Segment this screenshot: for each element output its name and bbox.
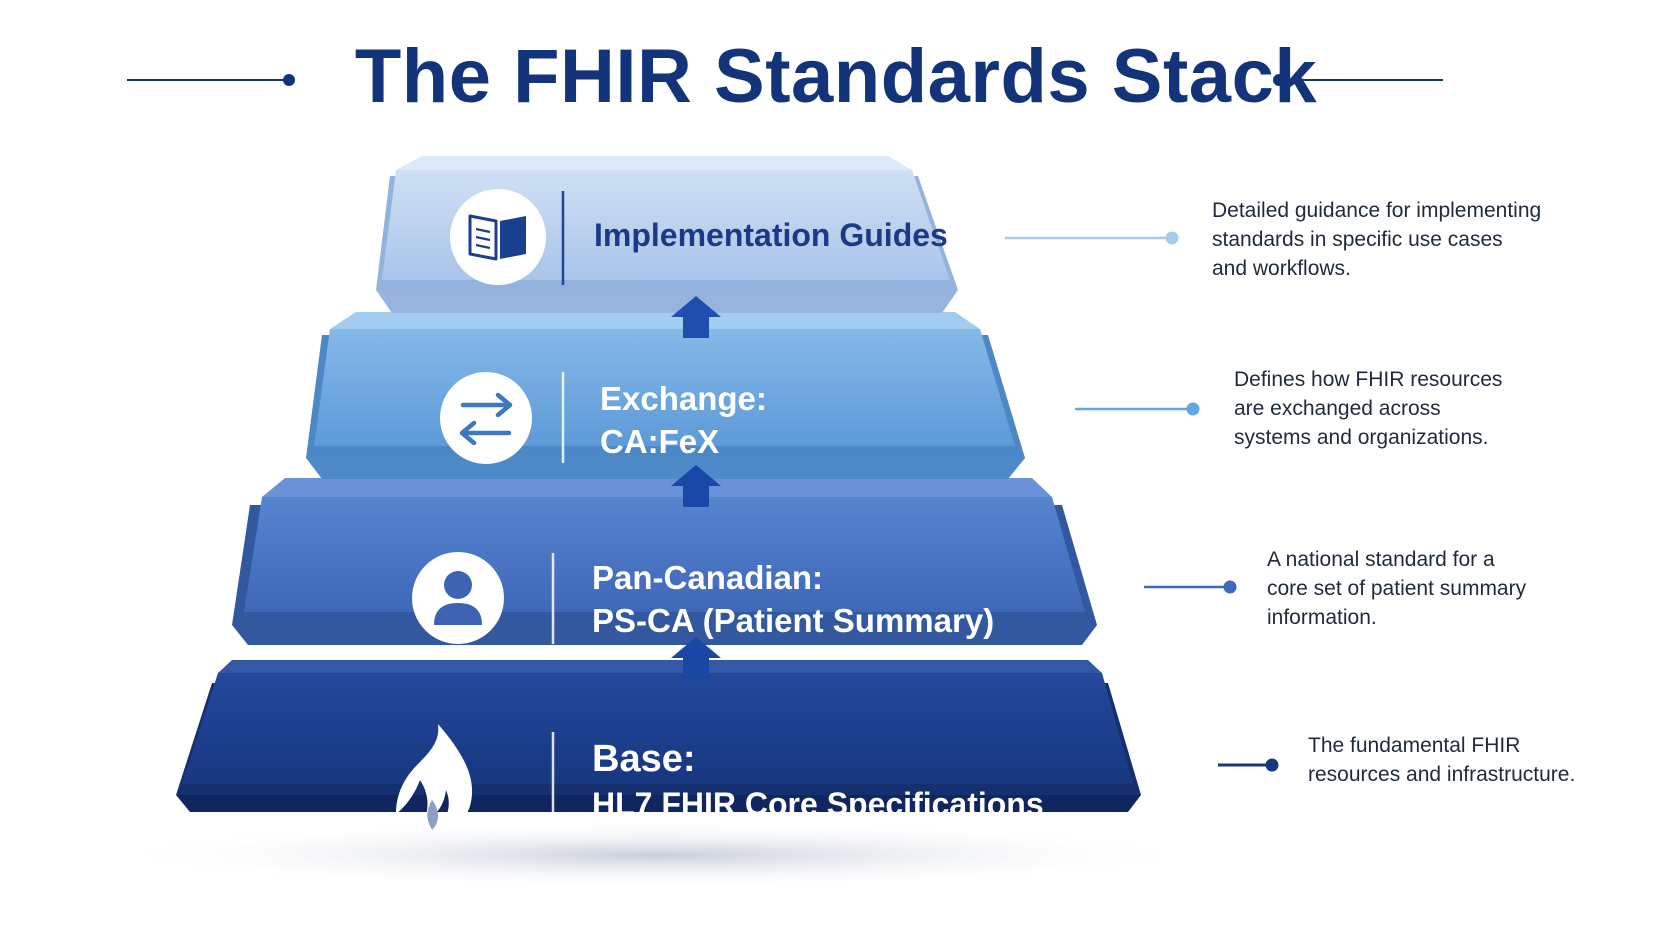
tier-subheading: CA:FeX: [600, 423, 720, 460]
book-icon: [450, 189, 546, 285]
leader-line-4: [1218, 758, 1279, 772]
description-line: Detailed guidance for implementing: [1212, 199, 1542, 222]
description-line: information.: [1267, 606, 1377, 629]
tier-heading: Base:: [592, 738, 696, 780]
description-implementation-guides: Detailed guidance for implementing stand…: [1212, 196, 1541, 283]
description-line: A national standard for a: [1267, 548, 1495, 571]
description-line: core set of patient summary: [1267, 577, 1527, 600]
tier-heading: Exchange:: [600, 380, 767, 417]
tier-subheading: HL7 FHIR Core Specifications: [592, 786, 1044, 822]
description-line: Defines how FHIR resources: [1234, 368, 1503, 391]
description-line: standards in specific use cases: [1212, 228, 1503, 251]
title-rule-left: [127, 74, 295, 86]
description-pan-canadian: A national standard for a core set of pa…: [1267, 545, 1526, 632]
description-line: resources and infrastructure.: [1308, 763, 1576, 786]
leader-line-1: [1005, 231, 1179, 245]
title-rule-right: [1273, 74, 1443, 86]
user-icon: [412, 552, 504, 644]
connector-arrow-1: [671, 296, 721, 338]
leader-line-2: [1075, 402, 1200, 416]
tier-label-exchange: Exchange: CA:FeX: [600, 377, 767, 463]
exchange-arrows-icon: [440, 372, 532, 464]
leader-line-3: [1144, 580, 1237, 594]
stack-shadow: [95, 821, 1215, 889]
connector-arrow-2: [671, 465, 721, 507]
page-title: The FHIR Standards Stack: [354, 34, 1318, 119]
description-line: The fundamental FHIR: [1308, 734, 1521, 757]
tier-label-base: Base: HL7 FHIR Core Specifications: [592, 735, 1044, 825]
tier-label-implementation-guides: Implementation Guides: [594, 213, 948, 257]
description-line: systems and organizations.: [1234, 426, 1489, 449]
description-line: and workflows.: [1212, 257, 1351, 280]
description-line: are exchanged across: [1234, 397, 1441, 420]
tier-subheading: PS-CA (Patient Summary): [592, 602, 995, 639]
tier-label-pan-canadian: Pan-Canadian: PS-CA (Patient Summary): [592, 556, 994, 642]
tier-heading: Implementation Guides: [594, 217, 948, 253]
description-base: The fundamental FHIR resources and infra…: [1308, 731, 1575, 789]
tier-heading: Pan-Canadian:: [592, 559, 824, 596]
description-exchange: Defines how FHIR resources are exchanged…: [1234, 365, 1502, 452]
flame-icon: [396, 724, 473, 831]
connector-arrow-3: [671, 637, 721, 679]
